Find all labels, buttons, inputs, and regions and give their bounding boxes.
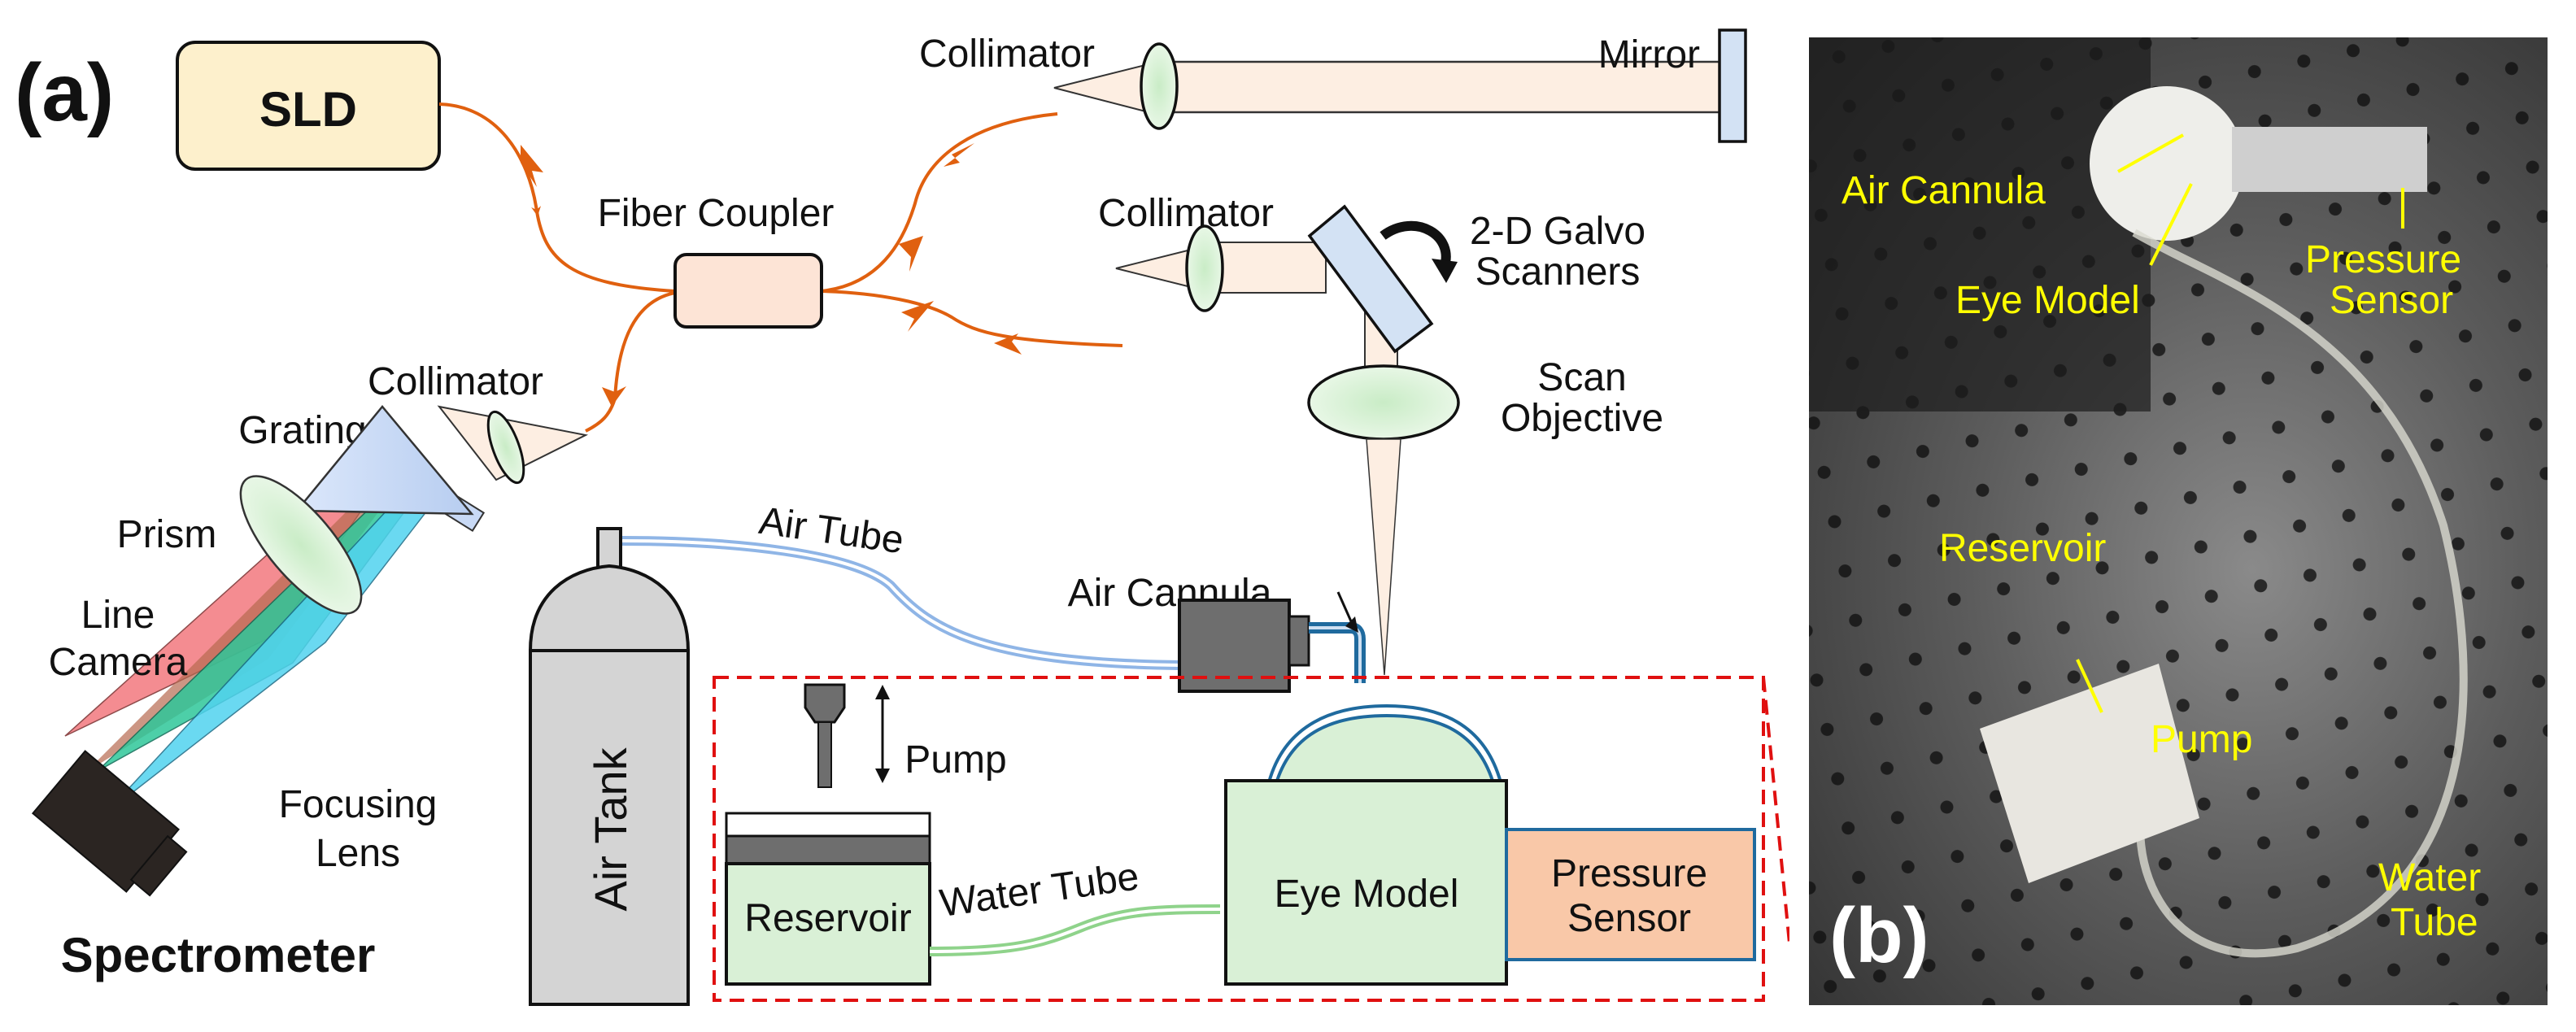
photo-label-pressure-1: Pressure [2305, 238, 2462, 281]
collimator-lens-sample [1185, 224, 1224, 312]
eye-model-label: Eye Model [1275, 873, 1459, 916]
reference-arm: Collimator Mirror [919, 28, 1747, 143]
pressure-sensor-label-1: Pressure [1551, 852, 1707, 895]
panel-b-label: (b) [1829, 892, 1929, 979]
collimator-lens-spec [486, 410, 525, 485]
scan-objective-label-1: Scan [1537, 356, 1626, 399]
line-camera-label-1: Line [81, 594, 155, 637]
panel-a-label: (a) [15, 47, 114, 138]
scan-objective-lens [1307, 364, 1460, 441]
collimator-sample-label: Collimator [1098, 192, 1274, 235]
grating-label: Grating [238, 409, 366, 452]
photo-label-air-cannula: Air Cannula [1842, 169, 2046, 212]
photo-label-pump: Pump [2151, 718, 2253, 761]
focusing-lens [239, 475, 363, 615]
air-cannula: Air Cannula [1068, 572, 1366, 693]
pump-label: Pump [904, 738, 1006, 782]
experiment-photo: Air Cannula Eye Model Pressure Sensor Re… [1809, 37, 2548, 1005]
photo-reservoir [1980, 664, 2199, 883]
setup-diagram: (a) SLD Fiber Coupler Collimator Mirror [15, 28, 1789, 1006]
pump-reservoir: Pump Reservoir [725, 683, 1007, 986]
photo-label-water-2: Tube [2391, 901, 2478, 944]
prism [294, 405, 474, 516]
galvo-mirror [1307, 204, 1434, 354]
collimator-ref-label: Collimator [919, 33, 1095, 76]
photo-breadboard-holes [1809, 37, 2548, 1005]
focusing-lens-label-1: Focusing [279, 783, 438, 826]
scan-objective-label-2: Objective [1501, 397, 1663, 440]
photo-label-water-1: Water [2378, 856, 2482, 899]
galvo-label-2: Scanners [1475, 250, 1641, 294]
spectrometer-label: Spectrometer [61, 928, 376, 982]
spectrometer: Collimator Grating Prism Line Camera Foc… [31, 360, 589, 982]
mirror-label: Mirror [1598, 33, 1700, 76]
rotation-arrow-icon [1380, 220, 1451, 271]
fiber-coupler-label: Fiber Coupler [598, 192, 835, 235]
focusing-lens-label-2: Lens [316, 832, 400, 875]
air-tank-label: Air Tank [585, 747, 636, 911]
photo-label-reservoir: Reservoir [1939, 527, 2107, 570]
sld-label: SLD [259, 82, 357, 137]
photo-label-eye-model: Eye Model [1955, 279, 2140, 322]
photo-eye-model [2090, 86, 2244, 241]
optical-fibers [438, 102, 1123, 433]
line-camera [31, 750, 188, 897]
pressure-sensor: Pressure Sensor [1505, 828, 1756, 961]
line-camera-label-2: Camera [49, 641, 188, 684]
sld-source: SLD [176, 41, 441, 171]
collimator-lens-ref [1140, 42, 1179, 130]
prism-label: Prism [117, 513, 217, 556]
photo-pressure-sensor [2232, 127, 2427, 192]
pressure-sensor-label-2: Sensor [1567, 897, 1691, 940]
fiber-coupler: Fiber Coupler [598, 192, 835, 329]
photo-label-pressure-2: Sensor [2330, 279, 2454, 322]
photo-water-tube [2132, 229, 2468, 958]
eye-model-system-box [713, 676, 1765, 1002]
eye-model: Eye Model [1224, 703, 1508, 986]
collimator-spec-label: Collimator [368, 360, 543, 403]
air-tank: Air Tank [528, 527, 691, 1006]
reference-mirror [1718, 28, 1747, 143]
fiber-arrows [521, 143, 1022, 407]
galvo-label-1: 2-D Galvo [1470, 210, 1645, 253]
sample-arm: Collimator 2-D Galvo Scanners Scan Objec… [1098, 192, 1663, 676]
reservoir-label: Reservoir [744, 897, 911, 940]
